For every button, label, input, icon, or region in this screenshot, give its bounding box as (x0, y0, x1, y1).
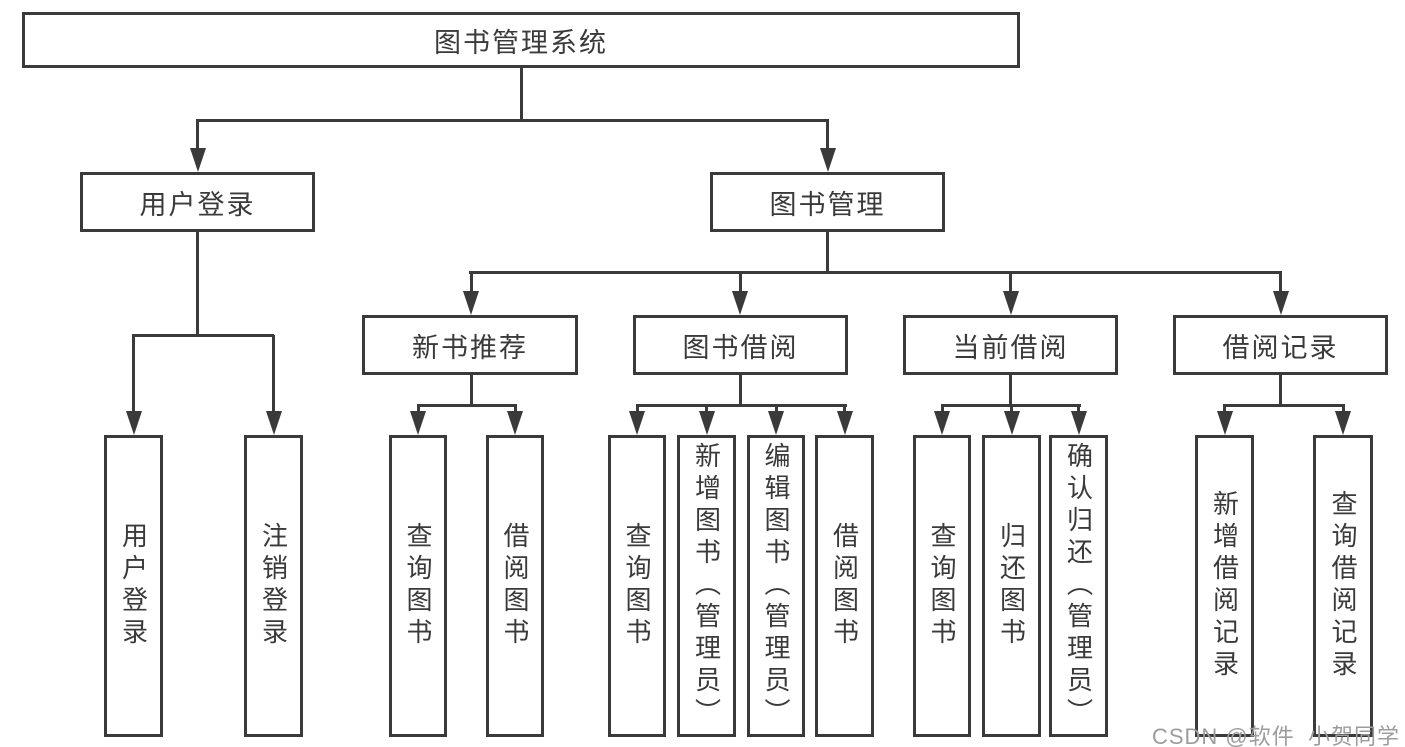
connector-book-management-bar (469, 270, 1282, 274)
node-book-management: 图书管理 (710, 172, 945, 232)
connector-new-book-stem (469, 375, 473, 405)
arrow-to-leaf-query-borrowing (635, 405, 639, 411)
leaf-query-books-recommend-label: 查询图书 (403, 522, 433, 650)
leaf-query-books-recommend: 查询图书 (389, 435, 447, 737)
connector-current-stem (1009, 375, 1012, 405)
node-book-borrowing: 图书借阅 (633, 315, 848, 375)
leaf-confirm-return-admin-label: 确认归还（管理员） (1063, 442, 1094, 730)
node-user-login-label: 用户登录 (139, 189, 256, 220)
leaf-add-books-admin: 新增图书（管理员） (677, 435, 736, 737)
connector-new-book-bar (416, 403, 517, 407)
csdn-watermark: CSDN @软件_小贺同学 (1151, 724, 1400, 747)
leaf-query-borrow-record: 查询借阅记录 (1313, 435, 1373, 737)
leaf-borrow-books-recommend-label: 借阅图书 (500, 522, 530, 650)
arrow-to-leaf-add-record (1223, 405, 1226, 411)
connector-records-bar (1223, 403, 1345, 407)
arrow-to-leaf-query-current (940, 405, 944, 411)
node-user-login: 用户登录 (80, 172, 315, 232)
leaf-borrow-books-borrowing: 借阅图书 (815, 435, 874, 737)
leaf-return-books: 归还图书 (982, 435, 1041, 737)
node-book-management-label: 图书管理 (769, 189, 886, 220)
connector-borrowing-stem (738, 375, 742, 405)
arrow-to-leaf-user-login (132, 335, 135, 411)
leaf-query-books-current: 查询图书 (913, 435, 971, 737)
arrow-to-leaf-borrow-recommend (513, 405, 517, 411)
node-borrowing-records-label: 借阅记录 (1222, 332, 1339, 363)
leaf-query-books-current-label: 查询图书 (927, 522, 957, 650)
arrow-to-book-borrowing (738, 272, 742, 291)
leaf-edit-books-admin: 编辑图书（管理员） (747, 435, 805, 737)
leaf-borrow-books-recommend: 借阅图书 (486, 435, 544, 737)
leaf-logout-label: 注销登录 (258, 522, 289, 650)
node-current-borrowing: 当前借阅 (903, 315, 1118, 375)
leaf-return-books-label: 归还图书 (996, 522, 1027, 650)
arrow-to-leaf-return-books (1010, 405, 1013, 411)
leaf-borrow-books-borrowing-label: 借阅图书 (829, 522, 860, 650)
node-new-book-recommend: 新书推荐 (362, 315, 578, 375)
arrow-to-leaf-logout (272, 335, 275, 411)
arrow-to-leaf-query-recommend (416, 405, 420, 411)
node-current-borrowing-label: 当前借阅 (952, 332, 1069, 363)
connector-records-stem (1279, 375, 1282, 405)
leaf-logout: 注销登录 (244, 435, 303, 737)
leaf-add-books-admin-label: 新增图书（管理员） (691, 442, 722, 730)
arrow-to-leaf-edit-books (774, 405, 778, 411)
leaf-query-books-borrowing-label: 查询图书 (622, 522, 652, 650)
node-book-management-system: 图书管理系统 (22, 12, 1020, 68)
leaf-query-books-borrowing: 查询图书 (608, 435, 666, 737)
connector-root-stem (519, 68, 523, 121)
leaf-user-login-label: 用户登录 (118, 522, 149, 650)
arrow-to-borrowing-records (1279, 272, 1282, 291)
node-book-borrowing-label: 图书借阅 (682, 332, 799, 363)
arrow-to-book-management (826, 120, 829, 148)
arrow-to-leaf-add-books (705, 405, 708, 411)
arrow-to-current-borrowing (1009, 272, 1012, 291)
arrow-to-leaf-query-record (1341, 405, 1345, 411)
arrow-to-leaf-borrow-borrowing (843, 405, 846, 411)
arrow-to-leaf-confirm-return (1077, 405, 1080, 411)
leaf-query-borrow-record-label: 查询借阅记录 (1328, 490, 1358, 682)
connector-book-management-stem (826, 232, 829, 272)
connector-root-bar (196, 118, 829, 122)
leaf-add-borrow-record: 新增借阅记录 (1195, 435, 1254, 737)
connector-user-login-stem (196, 232, 199, 335)
node-new-book-recommend-label: 新书推荐 (412, 332, 528, 363)
leaf-user-login: 用户登录 (104, 435, 163, 737)
arrow-to-user-login (196, 120, 199, 148)
connector-user-login-bar (132, 333, 274, 337)
node-borrowing-records: 借阅记录 (1173, 315, 1388, 375)
arrow-to-new-book-recommend (469, 272, 473, 291)
node-book-management-system-label: 图书管理系统 (434, 27, 608, 58)
leaf-confirm-return-admin: 确认归还（管理员） (1049, 435, 1108, 737)
connector-borrowing-bar (635, 403, 847, 407)
leaf-edit-books-admin-label: 编辑图书（管理员） (761, 442, 791, 730)
leaf-add-borrow-record-label: 新增借阅记录 (1209, 490, 1240, 682)
